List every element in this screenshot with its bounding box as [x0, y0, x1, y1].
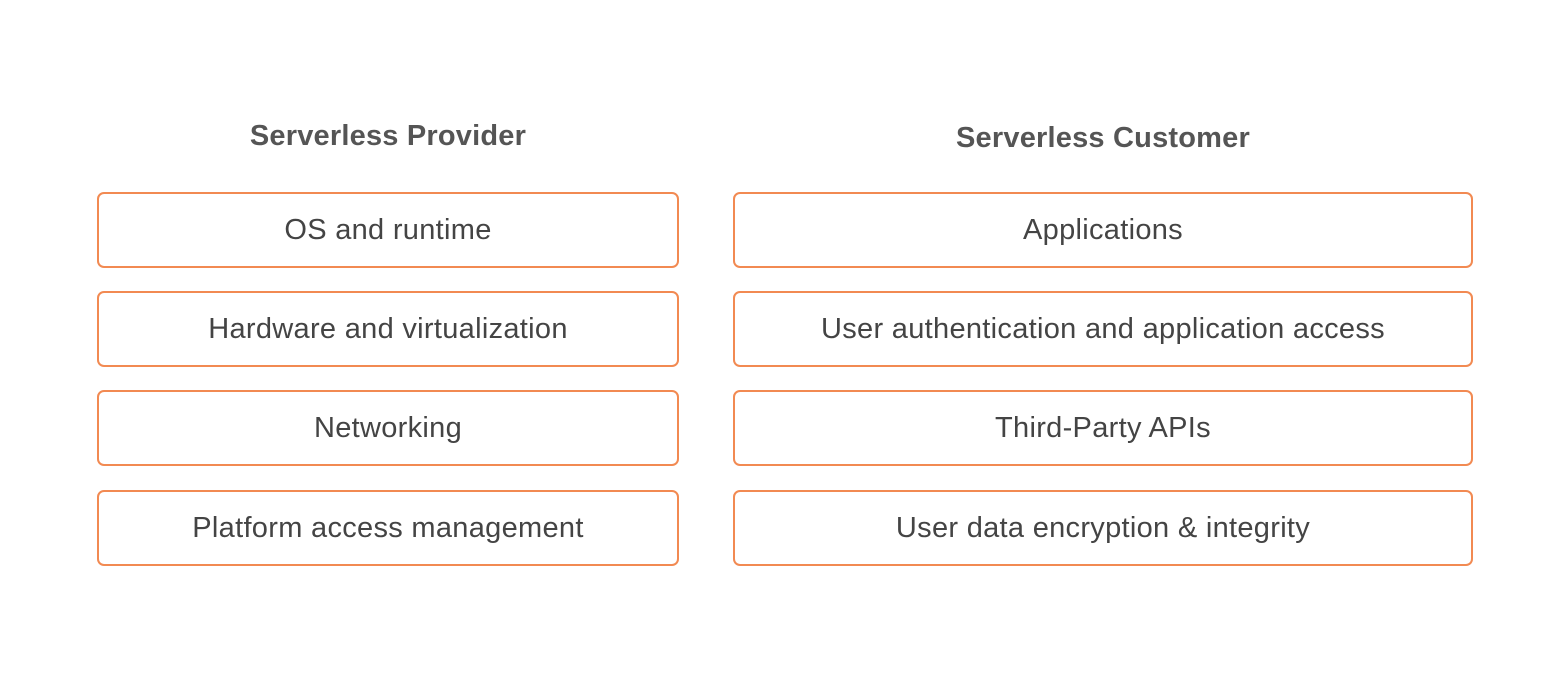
provider-item-platform-access-management: Platform access management: [97, 490, 679, 566]
provider-item-os-runtime: OS and runtime: [97, 192, 679, 268]
provider-title: Serverless Provider: [249, 120, 527, 152]
customer-title: Serverless Customer: [956, 122, 1250, 154]
customer-item-user-authentication: User authentication and application acce…: [733, 291, 1473, 367]
provider-item-hardware-virtualization: Hardware and virtualization: [97, 291, 679, 367]
provider-item-networking: Networking: [97, 390, 679, 466]
customer-item-data-encryption: User data encryption & integrity: [733, 490, 1473, 566]
customer-item-third-party-apis: Third-Party APIs: [733, 390, 1473, 466]
customer-item-applications: Applications: [733, 192, 1473, 268]
